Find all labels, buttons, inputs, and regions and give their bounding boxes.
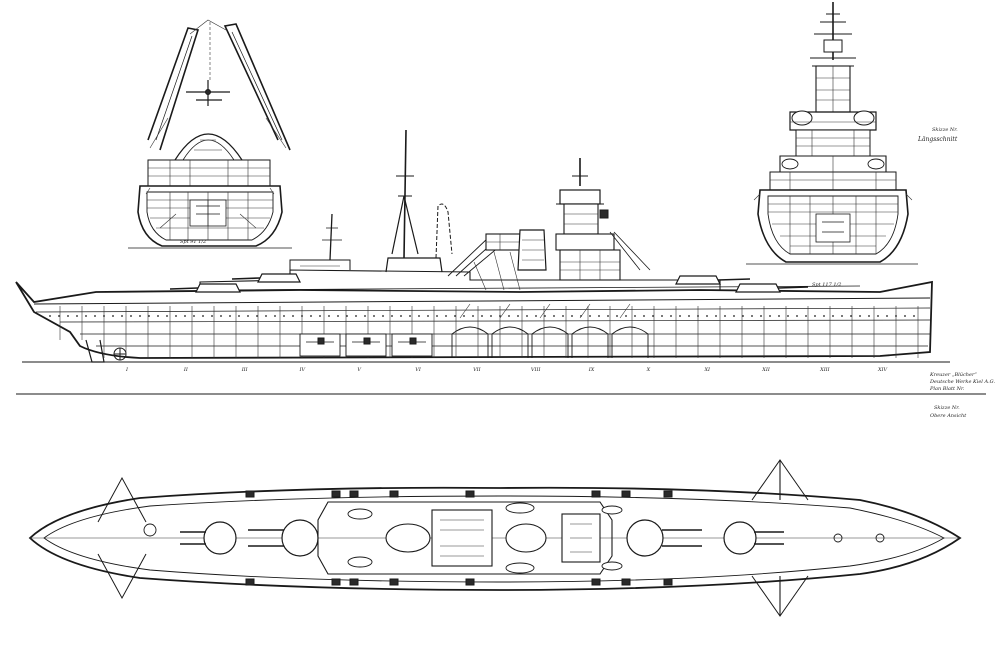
frame-number: XIV [878,367,888,373]
plan-view-title: Obere Ansicht [930,413,967,419]
longitudinal-section-label: Längsschnitt [918,136,958,143]
sheet-number-label: Skizze Nr. [932,127,958,133]
aa-gun-mounts [245,490,673,586]
fwd-section-label: Spt 117 1/2 [812,282,842,288]
frame-number: XI [704,367,710,373]
frame-number: IV [299,367,306,373]
title-block-line-1: Kreuzer „Blücher“ [930,372,977,378]
engine-rooms [299,333,433,357]
side-elevation [15,129,986,395]
frame-number: XIII [820,367,830,373]
frame-number: III [241,367,248,373]
boiler-rooms [451,303,649,358]
frame-number: VI [415,367,421,373]
porthole-row [49,315,915,317]
plan-view-sketch-label: Skizze Nr. [934,405,960,411]
frame-number: XII [762,367,770,373]
title-block-line-2: Deutsche Werke Kiel A.G. [930,379,996,385]
frame-number: II [183,367,188,373]
aft-cross-section [128,19,292,249]
frame-number: VII [473,367,481,373]
aft-section-label: Spt 91 1/2 [180,239,207,245]
frame-number: V [357,367,361,373]
frame-number: X [646,367,651,373]
frame-number: IX [588,367,595,373]
title-block-line-3: Plan Blatt Nr. [930,386,965,392]
frame-number: VIII [530,367,541,373]
fwd-cross-section [746,2,918,265]
plan-view [28,459,962,617]
compartment-bulkheads [59,306,919,358]
frame-number: I [126,367,128,373]
